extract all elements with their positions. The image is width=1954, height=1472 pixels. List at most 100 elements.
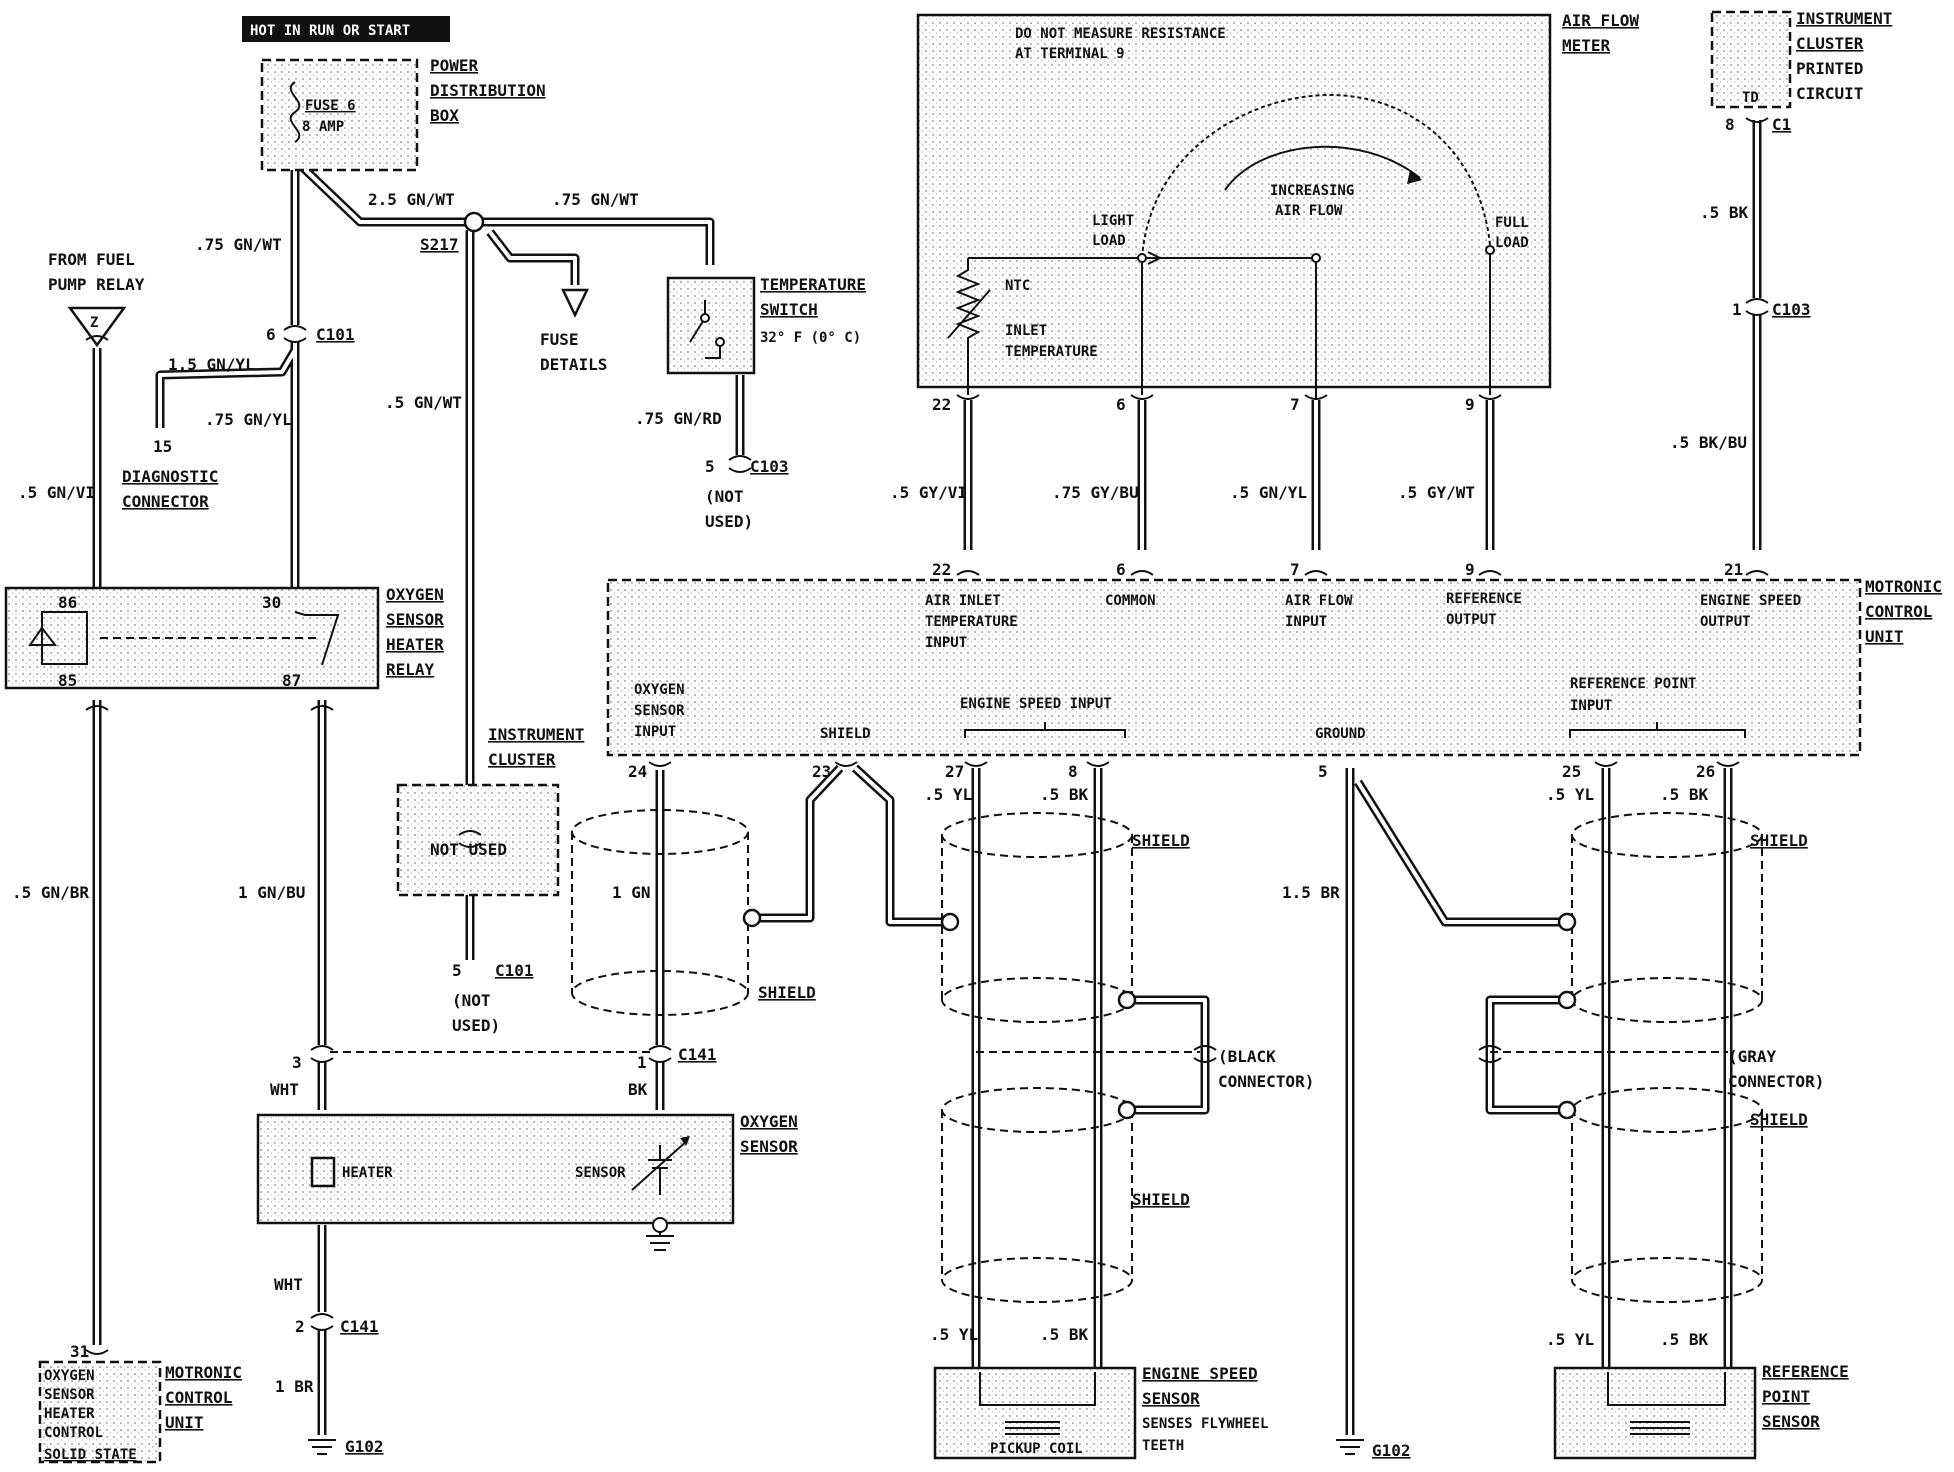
motronic-control-unit [606,578,1862,757]
pdb-label-1: POWER [430,56,479,75]
temp-switch-value: 32° F (0° C) [760,330,861,346]
mcu-reference-1: REFERENCE [1446,591,1522,607]
ic-label-1: INSTRUMENT [488,725,584,744]
afm-full-1: FULL [1495,215,1529,231]
wire-label-wht-b: WHT [274,1275,303,1294]
splice-label: S217 [420,235,459,254]
osh-label-2: SENSOR [44,1387,95,1403]
shield-rp-bot: SHIELD [1750,1110,1808,1129]
mcu-oxygen-3: INPUT [634,724,676,740]
c101-label: C101 [316,325,355,344]
c101-pin: 6 [266,325,276,344]
afm-pin-0: 22 [932,395,951,414]
mcu-oxygen-1: OXYGEN [634,682,685,698]
c103-sw-note-1: (NOT [705,487,744,506]
wire-mcu23-es-core [853,766,945,924]
afm-warning-2: AT TERMINAL 9 [1015,46,1125,62]
o2-label-2: SENSOR [740,1137,798,1156]
es-shield-cylinders [940,812,1200,1303]
o2-shield-cylinder [571,809,762,1016]
relay-pin87: 87 [282,671,301,690]
o2-sensor-text: SENSOR [575,1165,626,1181]
diag-label-1: DIAGNOSTIC [122,467,218,486]
ground-g102-b [1336,1439,1364,1455]
wire-mcu5-shield [1354,779,1560,927]
relay-label-2: SENSOR [386,610,444,629]
wire-mcu23-shields-core [760,766,842,920]
mcu-bottom-pin-2: 27 [945,762,964,781]
afm-ntc: NTC [1005,278,1030,294]
icpc-label-4: CIRCUIT [1796,84,1863,103]
mcu-top-pin-3: 9 [1465,560,1475,579]
z-symbol: Z [90,315,98,331]
g102-b: G102 [1372,1441,1411,1460]
temp-switch-1: TEMPERATURE [760,275,866,294]
c141b-pin2: 2 [295,1317,305,1336]
relay-pin86: 86 [58,593,77,612]
instrument-cluster-box [396,783,560,897]
mcu-ground: GROUND [1315,726,1366,742]
hot-label-box [242,16,450,42]
wire-label-75gnwt-right: .75 GN/WT [552,190,639,209]
mcu-ref-point-1: REFERENCE POINT [1570,676,1696,692]
mcu-bottom-pin-6: 26 [1696,762,1715,781]
wire-label-5bkbu: .5 BK/BU [1670,433,1747,452]
mcu2-label-1: MOTRONIC [165,1363,242,1382]
wire-fuse-details-core [488,230,577,285]
mcu-air-inlet-1: AIR INLET [925,593,1001,609]
c101-ic-note-1: (NOT [452,991,491,1010]
mcu-top-pin-1: 6 [1116,560,1126,579]
afm-full-2: LOAD [1495,235,1529,251]
c103-sw-pin: 5 [705,457,715,476]
fuse-details-1: FUSE [540,330,579,349]
rp-sensor-1: REFERENCE [1762,1362,1849,1381]
gray-conn-1: (GRAY [1728,1047,1777,1066]
wire-label-75gnrd: .75 GN/RD [635,409,722,428]
fuse-name: FUSE 6 [305,98,356,114]
afm-inlet-2: TEMPERATURE [1005,344,1098,360]
shield-o2: SHIELD [758,983,816,1002]
c101-ic-note-2: USED) [452,1016,500,1035]
c103-sw-label: C103 [750,457,789,476]
diag-label-2: CONNECTOR [122,492,209,511]
afm-label-1: AIR FLOW [1562,11,1639,30]
relay-coil [41,611,88,665]
rp-sensor-2: POINT [1762,1387,1810,1406]
osh-state: SOLID STATE [44,1447,137,1463]
relay-diode [28,626,58,646]
reference-point-sensor [1553,1366,1757,1460]
mcu-air-inlet-3: INPUT [925,635,967,651]
shield-rp-top: SHIELD [1750,831,1808,850]
wire-label-rp-bk-bot: .5 BK [1660,1330,1709,1349]
black-conn-1: (BLACK [1218,1047,1276,1066]
wire-es-shieldjump-core [1130,998,1207,1112]
wire-label-5gnbr: .5 GN/BR [12,883,89,902]
wire-group [92,120,1762,1435]
c101-ic-pin: 5 [452,961,462,980]
mcu-ref-point-2: INPUT [1570,698,1612,714]
mcu-common: COMMON [1105,593,1156,609]
afm-inlet-1: INLET [1005,323,1047,339]
mcu-engine-speed-out-2: OUTPUT [1700,614,1751,630]
wire-label-1br: 1 BR [275,1377,314,1396]
c141-label: C141 [678,1045,717,1064]
mcu-bottom-pin-0: 24 [628,762,647,781]
fuse-details-2: DETAILS [540,355,607,374]
mcu-bottom-pin-5: 25 [1562,762,1581,781]
afm-increasing-1: INCREASING [1270,183,1354,199]
afm-arc-arrow [1224,145,1421,191]
c1-pin: 8 [1725,115,1735,134]
afm-light-2: LOAD [1092,233,1126,249]
power-distribution-box [260,58,419,172]
mcu2-label-3: UNIT [165,1413,204,1432]
wire-diag-core [158,348,297,428]
mcu-top-pin-4: 21 [1724,560,1743,579]
afm-increasing-2: AIR FLOW [1275,203,1343,219]
wire-label-15br: 1.5 BR [1282,883,1340,902]
wire-es-shieldjump [1130,995,1210,1115]
wire-label-75gybu: .75 GY/BU [1052,483,1139,502]
c103-ic-pin: 1 [1732,300,1742,319]
c141-pin3: 3 [292,1053,302,1072]
mcu-top-pin-0: 22 [932,560,951,579]
